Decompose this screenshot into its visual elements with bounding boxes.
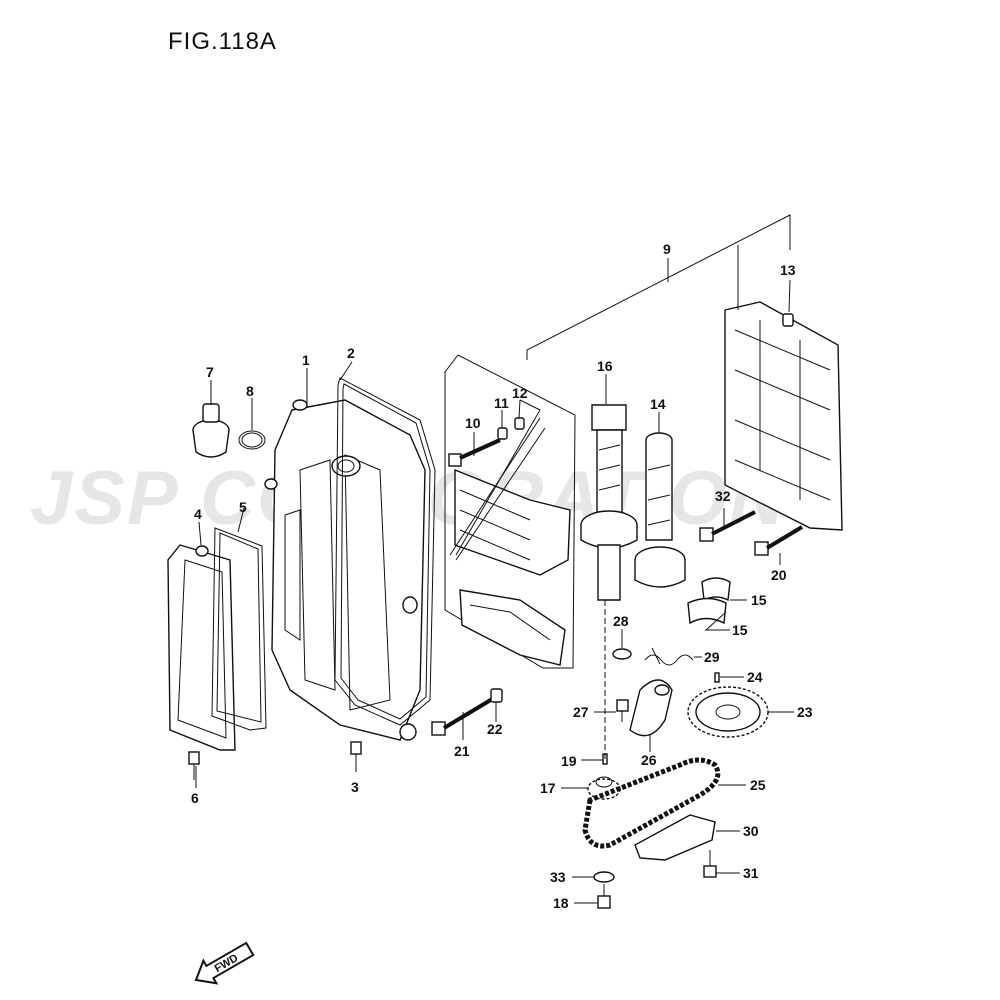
- timing-chain-25: [582, 757, 721, 849]
- side-cover-gasket: [211, 527, 267, 731]
- bearing-15-lower: [687, 597, 727, 625]
- washer-33: [593, 871, 615, 883]
- fwd-direction-arrow: FWD: [194, 941, 255, 985]
- callout-33: 33: [550, 869, 566, 885]
- callout-15-upper: 15: [751, 592, 767, 608]
- callout-20: 20: [771, 567, 787, 583]
- chain-guide-30: [634, 814, 716, 861]
- callout-17: 17: [540, 780, 556, 796]
- camshaft-16: [580, 404, 638, 601]
- callout-2: 2: [347, 345, 355, 361]
- oil-filler-cap: [192, 403, 230, 458]
- callout-26: 26: [641, 752, 657, 768]
- bolt-20: [754, 525, 804, 556]
- bearing-15-upper: [701, 577, 731, 602]
- bolt-21: [431, 696, 496, 736]
- callout-13: 13: [780, 262, 796, 278]
- figure-title: FIG.118A: [168, 28, 277, 55]
- callout-31: 31: [743, 865, 759, 881]
- callout-4: 4: [194, 506, 202, 522]
- callout-22: 22: [487, 721, 503, 737]
- callout-5: 5: [239, 499, 247, 515]
- spring-29: [644, 647, 694, 666]
- callout-3: 3: [351, 779, 359, 795]
- bolt-6: [188, 751, 200, 780]
- side-cover-plate: [167, 544, 236, 751]
- callout-30: 30: [743, 823, 759, 839]
- callout-25: 25: [750, 777, 766, 793]
- callout-7: 7: [206, 364, 214, 380]
- callout-9: 9: [663, 241, 671, 257]
- head-cover: [264, 399, 426, 741]
- callout-27: 27: [573, 704, 589, 720]
- bolt-27: [616, 699, 629, 722]
- callout-1: 1: [302, 352, 310, 368]
- callout-14: 14: [650, 396, 666, 412]
- head-cover-gasket: [334, 377, 436, 726]
- callout-24: 24: [747, 669, 763, 685]
- bolt-32: [699, 510, 756, 542]
- oil-filler-o-ring: [238, 430, 266, 450]
- callout-18: 18: [553, 895, 569, 911]
- dowel-pin-11: [497, 427, 508, 440]
- callout-10: 10: [465, 415, 481, 431]
- callout-21: 21: [454, 743, 470, 759]
- callout-15-lower: 15: [732, 622, 748, 638]
- camshaft-housing-group-box: [444, 354, 576, 669]
- callout-19: 19: [561, 753, 577, 769]
- callout-labels: 1 2 3 4 5 6 7 8 9 10 11 12 13 14 15 15 1…: [191, 241, 813, 911]
- sprocket-17: [587, 776, 621, 800]
- leader-lines: [195, 214, 794, 904]
- idler-gear-23: [687, 686, 769, 738]
- callout-32: 32: [715, 488, 731, 504]
- bolt-18: [597, 884, 611, 909]
- camshaft-housing-upper: [724, 301, 843, 531]
- camshaft-14: [634, 432, 686, 588]
- callout-16: 16: [597, 358, 613, 374]
- callout-6: 6: [191, 790, 199, 806]
- bolt-31: [703, 850, 717, 878]
- washer-28: [612, 648, 632, 660]
- callout-11: 11: [494, 395, 509, 411]
- pin-12: [514, 417, 525, 430]
- callout-29: 29: [704, 649, 720, 665]
- callout-28: 28: [613, 613, 629, 629]
- collar-22: [490, 688, 503, 703]
- callout-12: 12: [512, 385, 528, 401]
- callout-8: 8: [246, 383, 254, 399]
- callout-23: 23: [797, 704, 813, 720]
- pin-24: [714, 672, 720, 683]
- bolt-10: [448, 438, 501, 467]
